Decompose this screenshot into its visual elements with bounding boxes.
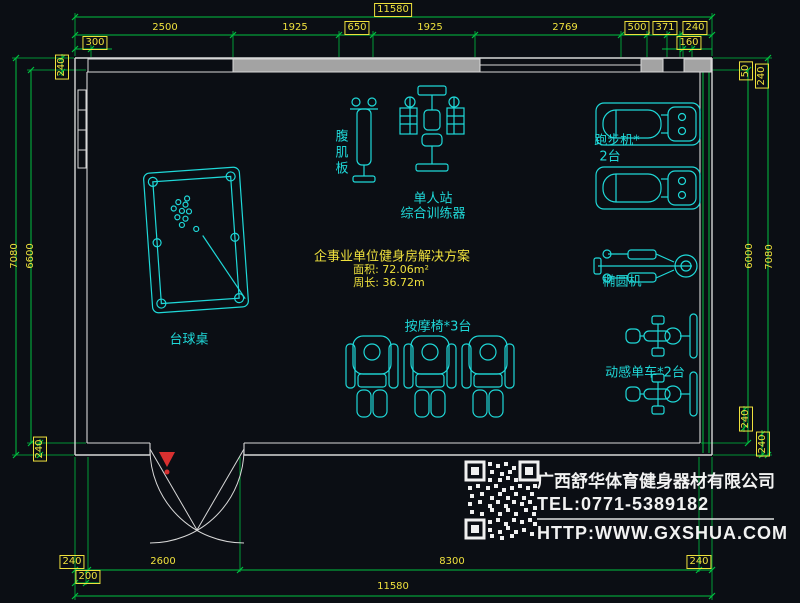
top-wall-segments bbox=[87, 58, 712, 73]
qr-modules bbox=[468, 462, 537, 540]
dim-top-240: 240 bbox=[682, 21, 708, 35]
dim-bottom-2600: 2600 bbox=[150, 556, 176, 567]
door-marker-triangle bbox=[159, 452, 175, 467]
dim-right-240-top: 240 bbox=[755, 63, 769, 89]
dimension-lines bbox=[12, 13, 772, 600]
dim-right-6000: 6000 bbox=[744, 243, 755, 269]
outer-wall bbox=[74, 57, 713, 456]
dim-bottom-240l: 240 bbox=[59, 555, 85, 569]
dim-top-total: 11580 bbox=[374, 3, 412, 17]
dim-left-240-top: 240 bbox=[55, 54, 69, 80]
company-website: HTTP:WWW.GXSHUA.COM bbox=[537, 523, 788, 543]
entrance-door bbox=[149, 448, 245, 544]
dim-left-240-bottom: 240 bbox=[33, 436, 47, 462]
company-tel: TEL:0771-5389182 bbox=[537, 494, 710, 514]
dim-top-2769: 2769 bbox=[552, 22, 578, 33]
multi-trainer-drawing bbox=[399, 85, 465, 172]
solution-title: 企事业单位健身房解决方案 bbox=[313, 249, 471, 265]
label-treadmill-line2: 2台 bbox=[599, 149, 621, 165]
solution-perimeter: 周长: 36.72m bbox=[353, 276, 425, 289]
company-name: 广西舒华体育健身器材有限公司 bbox=[537, 472, 775, 491]
dim-bottom-8300: 8300 bbox=[439, 556, 465, 567]
dim-left-6600: 6600 bbox=[25, 243, 36, 269]
dim-top-650: 650 bbox=[344, 21, 370, 35]
dim-top-2500: 2500 bbox=[152, 22, 178, 33]
door-arc-left bbox=[149, 448, 245, 544]
dim-right-50: 50 bbox=[739, 61, 753, 81]
treadmill-2 bbox=[595, 166, 701, 210]
dim-right-240-ba: 240 bbox=[739, 406, 753, 432]
ab-board-drawing bbox=[350, 97, 378, 183]
right-wall-hatch bbox=[702, 60, 710, 453]
wall-fill-right-b bbox=[683, 58, 712, 73]
dim-right-240-bb: 240 bbox=[756, 431, 770, 457]
dim-top-500: 500 bbox=[624, 21, 650, 35]
billiard-balls bbox=[170, 195, 200, 233]
dim-bottom-total: 11580 bbox=[377, 581, 409, 592]
dim-bottom-200: 200 bbox=[75, 570, 101, 584]
window-segment bbox=[87, 58, 234, 73]
door-leaf-right bbox=[196, 448, 245, 531]
wall-fill-center bbox=[232, 58, 481, 73]
door-marker-dot bbox=[164, 469, 170, 475]
cue-stick bbox=[202, 235, 246, 300]
qr-code bbox=[464, 460, 540, 540]
label-elliptical: 椭圆机 bbox=[602, 274, 642, 290]
door-leaf-left bbox=[149, 448, 198, 531]
massage-chair-2 bbox=[403, 335, 457, 418]
label-billiard: 台球桌 bbox=[169, 332, 209, 348]
dim-right-7080: 7080 bbox=[764, 244, 775, 270]
solution-area: 面积: 72.06m² bbox=[353, 263, 429, 276]
left-wall-fixture bbox=[77, 89, 87, 169]
dim-top-371: 371 bbox=[652, 21, 678, 35]
door-arc-right bbox=[149, 448, 245, 544]
label-ab-board: 腹肌板 bbox=[332, 129, 348, 177]
wall-fill-right-a bbox=[640, 58, 664, 73]
dim-left-7080: 7080 bbox=[9, 243, 20, 269]
spin-bike-1 bbox=[625, 313, 698, 359]
label-trainer-line2: 综合训练器 bbox=[400, 206, 466, 222]
label-massage: 按摩椅*3台 bbox=[404, 319, 472, 335]
label-treadmill-line1: 跑步机* bbox=[594, 133, 640, 149]
dim-top-160: 160 bbox=[676, 36, 702, 50]
door-swing-marker bbox=[159, 452, 175, 475]
dim-top-300: 300 bbox=[82, 36, 108, 50]
dim-top-1925a: 1925 bbox=[282, 22, 308, 33]
label-trainer-line1: 单人站 bbox=[413, 191, 453, 207]
dim-top-1925b: 1925 bbox=[417, 22, 443, 33]
label-spinbike: 动感单车*2台 bbox=[605, 365, 685, 381]
massage-chair-1 bbox=[345, 335, 399, 418]
billiard-table-drawing bbox=[143, 166, 249, 314]
massage-chair-3 bbox=[461, 335, 515, 418]
dim-bottom-240r: 240 bbox=[686, 555, 712, 569]
elliptical-drawing bbox=[593, 249, 698, 283]
